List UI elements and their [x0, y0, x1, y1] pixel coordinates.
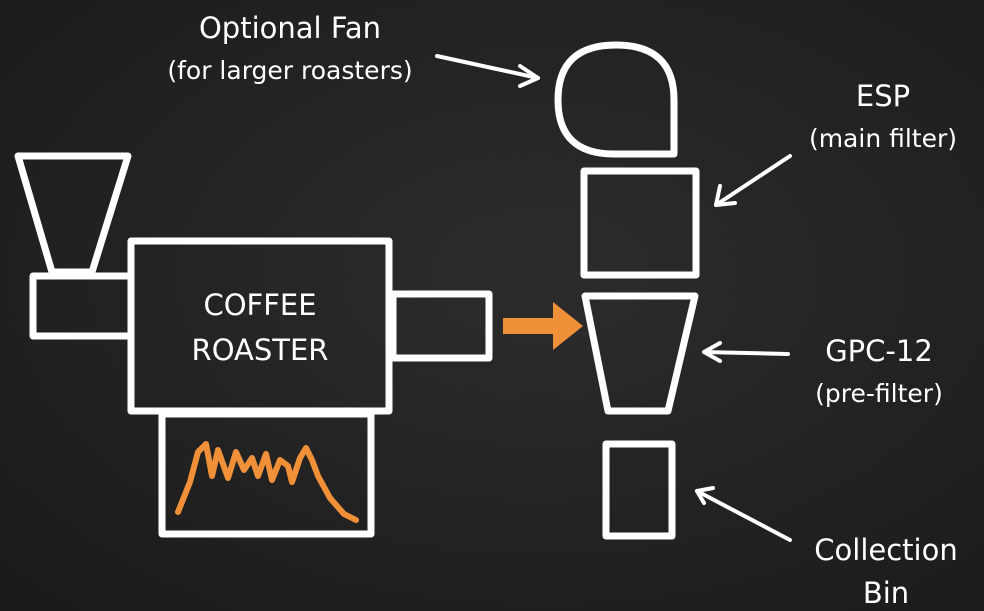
roaster-inlet [29, 272, 135, 340]
roaster-body [127, 237, 393, 415]
fan-shape [554, 41, 678, 158]
gpc12-pointer-arrow [702, 341, 790, 363]
flame-icon [175, 441, 359, 523]
bin-pointer-arrow [695, 486, 792, 542]
esp-box [580, 167, 700, 279]
bin-title: Collection [814, 533, 957, 567]
roaster-firebox [158, 410, 375, 538]
roaster-exhaust [389, 290, 493, 362]
roaster-label-line2: ROASTER [192, 333, 329, 367]
roaster-hopper [14, 152, 132, 276]
flow-arrow-icon [503, 302, 583, 350]
roaster-label-line1: COFFEE [203, 288, 316, 322]
gpc12-title: GPC-12 [825, 334, 933, 368]
fan-pointer-arrow [435, 54, 540, 88]
esp-subtitle: (main filter) [809, 124, 957, 153]
fan-subtitle: (for larger roasters) [167, 56, 412, 85]
collection-bin-box [602, 440, 676, 540]
gpc12-shape [581, 292, 699, 415]
bin-subtitle: Bin [863, 576, 909, 610]
gpc12-subtitle: (pre-filter) [815, 379, 943, 408]
esp-title: ESP [856, 79, 910, 113]
esp-pointer-arrow [714, 154, 792, 207]
fan-title: Optional Fan [199, 11, 381, 45]
